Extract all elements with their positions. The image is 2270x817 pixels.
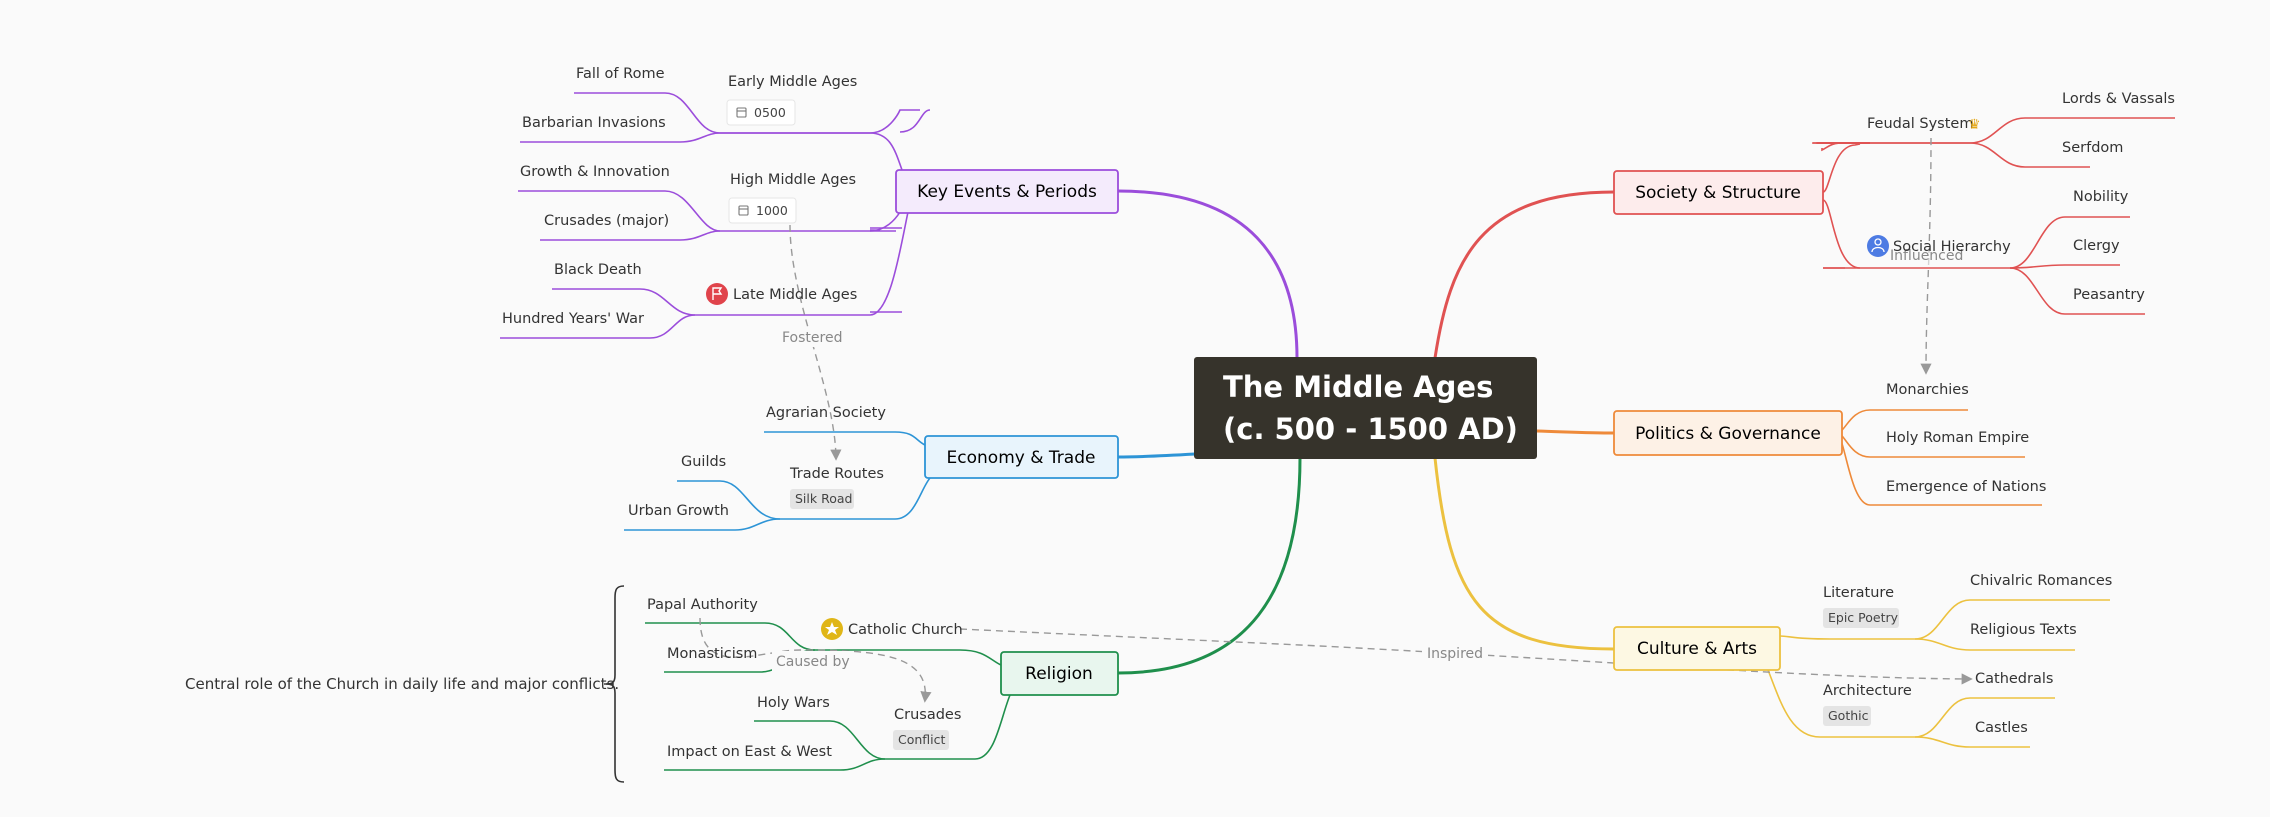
- guilds-label[interactable]: Guilds: [681, 454, 726, 470]
- religious-texts-label[interactable]: Religious Texts: [1970, 622, 2077, 638]
- fall-of-rome-label[interactable]: Fall of Rome: [576, 66, 665, 82]
- topic-key-events-label: Key Events & Periods: [917, 182, 1097, 202]
- conflict-tag: Conflict: [898, 732, 946, 747]
- tag-silk-road: Silk Road: [790, 489, 854, 509]
- tag-epic-poetry: Epic Poetry: [1823, 608, 1899, 628]
- crown-icon: ♛: [1968, 117, 1981, 133]
- black-death-label[interactable]: Black Death: [554, 262, 642, 278]
- castles-label[interactable]: Castles: [1975, 720, 2028, 736]
- late-middle-ages-label[interactable]: Late Middle Ages: [733, 287, 857, 303]
- holy-roman-empire-label[interactable]: Holy Roman Empire: [1886, 430, 2029, 446]
- topic-society[interactable]: Society & Structure: [1613, 170, 1824, 215]
- hundred-years-war-label[interactable]: Hundred Years' War: [502, 311, 644, 327]
- agrarian-society-label[interactable]: Agrarian Society: [766, 405, 886, 421]
- date-early: 0500: [754, 105, 786, 120]
- key-events-branches: [500, 92, 931, 339]
- chivalric-romances-label[interactable]: Chivalric Romances: [1970, 573, 2112, 589]
- date-badge-high: 1000: [728, 197, 797, 224]
- topic-economy[interactable]: Economy & Trade: [924, 435, 1119, 479]
- topic-religion-label: Religion: [1025, 664, 1093, 684]
- connector-culture: [1433, 457, 1615, 651]
- monasticism-label[interactable]: Monasticism: [667, 646, 757, 662]
- impact-east-west-label[interactable]: Impact on East & West: [667, 744, 832, 760]
- crusades-major-label[interactable]: Crusades (major): [544, 213, 669, 229]
- culture-branches: [1767, 599, 2110, 748]
- topic-economy-label: Economy & Trade: [947, 448, 1096, 468]
- cathedrals-label[interactable]: Cathedrals: [1975, 671, 2053, 687]
- peasantry-label[interactable]: Peasantry: [2073, 287, 2145, 303]
- calendar-icon: [736, 107, 747, 118]
- connector-politics: [1536, 429, 1615, 435]
- relation-influenced-label: Influenced: [1890, 248, 1963, 264]
- topic-key-events[interactable]: Key Events & Periods: [895, 169, 1119, 214]
- central-topic[interactable]: The Middle Ages (c. 500 - 1500 AD): [1194, 357, 1537, 459]
- topic-religion[interactable]: Religion: [1000, 651, 1119, 696]
- nobility-label[interactable]: Nobility: [2073, 189, 2129, 205]
- serfdom-label[interactable]: Serfdom: [2062, 140, 2123, 156]
- flag-icon: [706, 283, 728, 305]
- central-title-line1: The Middle Ages: [1223, 370, 1493, 404]
- lords-vassals-label[interactable]: Lords & Vassals: [2062, 91, 2175, 107]
- literature-label[interactable]: Literature: [1823, 585, 1894, 601]
- monarchies-label[interactable]: Monarchies: [1886, 382, 1969, 398]
- connector-society: [1433, 190, 1615, 359]
- high-middle-ages-label[interactable]: High Middle Ages: [730, 172, 856, 188]
- economy-branches: [624, 431, 931, 531]
- date-badge-early: 0500: [726, 99, 796, 126]
- topic-culture-label: Culture & Arts: [1637, 639, 1757, 659]
- central-title-line2: (c. 500 - 1500 AD): [1223, 412, 1518, 446]
- growth-innovation-label[interactable]: Growth & Innovation: [520, 164, 670, 180]
- urban-growth-label[interactable]: Urban Growth: [628, 503, 729, 519]
- relation-fostered-label: Fostered: [782, 330, 842, 346]
- calendar-icon: [738, 205, 749, 216]
- epic-poetry-tag: Epic Poetry: [1828, 610, 1899, 625]
- topic-politics-label: Politics & Governance: [1635, 424, 1821, 444]
- person-icon: [1867, 235, 1889, 257]
- trade-routes-label[interactable]: Trade Routes: [789, 466, 884, 482]
- feudal-system-label[interactable]: Feudal System: [1867, 116, 1973, 132]
- clergy-label[interactable]: Clergy: [2073, 238, 2120, 254]
- silk-road-tag: Silk Road: [795, 491, 852, 506]
- catholic-church-label[interactable]: Catholic Church: [848, 622, 963, 638]
- religion-summary-text: Central role of the Church in daily life…: [185, 675, 619, 693]
- emergence-of-nations-label[interactable]: Emergence of Nations: [1886, 479, 2046, 495]
- holy-wars-label[interactable]: Holy Wars: [757, 695, 830, 711]
- gothic-tag: Gothic: [1828, 708, 1869, 723]
- star-icon: [821, 618, 843, 640]
- papal-authority-label[interactable]: Papal Authority: [647, 597, 758, 613]
- connector-religion: [1117, 457, 1302, 675]
- connector-economy: [1117, 452, 1196, 459]
- tag-gothic: Gothic: [1823, 706, 1871, 726]
- topic-culture[interactable]: Culture & Arts: [1613, 626, 1781, 671]
- relation-caused-by-label: Caused by: [776, 654, 850, 670]
- connector-key-events: [1117, 189, 1299, 359]
- social-hierarchy-label[interactable]: Social Hierarchy: [1893, 239, 2011, 255]
- crusades-label[interactable]: Crusades: [894, 707, 961, 723]
- early-middle-ages-label[interactable]: Early Middle Ages: [728, 74, 857, 90]
- relation-inspired-label: Inspired: [1427, 646, 1483, 662]
- topic-politics[interactable]: Politics & Governance: [1613, 410, 1843, 456]
- architecture-label[interactable]: Architecture: [1823, 683, 1912, 699]
- barbarian-invasions-label[interactable]: Barbarian Invasions: [522, 115, 666, 131]
- topic-society-label: Society & Structure: [1635, 183, 1801, 203]
- tag-conflict: Conflict: [893, 730, 949, 750]
- date-high: 1000: [756, 203, 788, 218]
